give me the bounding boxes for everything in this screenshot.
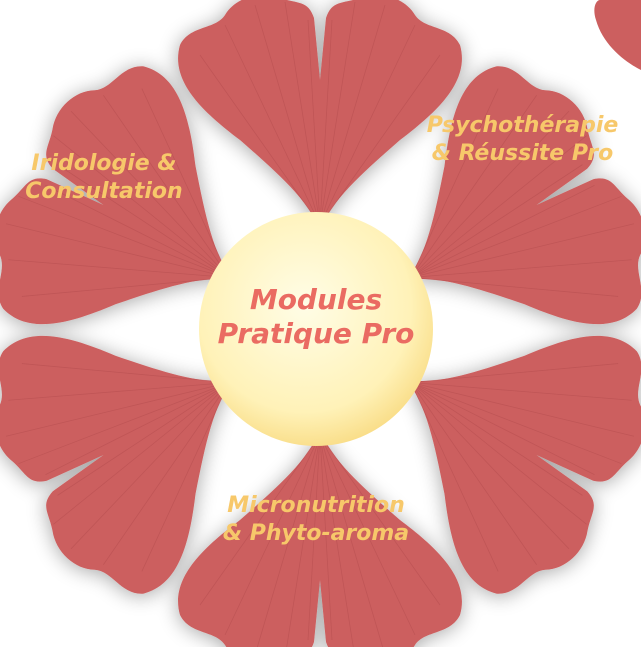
center-label: Modules Pratique Pro bbox=[199, 283, 433, 350]
center-circle bbox=[199, 212, 433, 446]
petal-label-line: Consultation bbox=[25, 178, 183, 204]
petal-label-iridology: Iridologie & Consultation bbox=[8, 150, 200, 205]
petal-label-line: Psychothérapie bbox=[426, 113, 619, 138]
center-label-line: Pratique Pro bbox=[217, 316, 415, 350]
petal-label-line: & Réussite Pro bbox=[431, 140, 614, 166]
petal-label-psychotherapy: Psychothérapie & Réussite Pro bbox=[404, 112, 641, 167]
petal-label-line: & Phyto-aroma bbox=[222, 520, 410, 546]
petal-label-micronutrition: Micronutrition & Phyto-aroma bbox=[192, 492, 440, 547]
petal-label-line: Iridologie & bbox=[31, 151, 177, 176]
corner-leaf-fragment bbox=[594, 0, 641, 70]
center-label-line: Modules bbox=[249, 283, 383, 316]
petal-label-line: Micronutrition bbox=[227, 493, 405, 518]
